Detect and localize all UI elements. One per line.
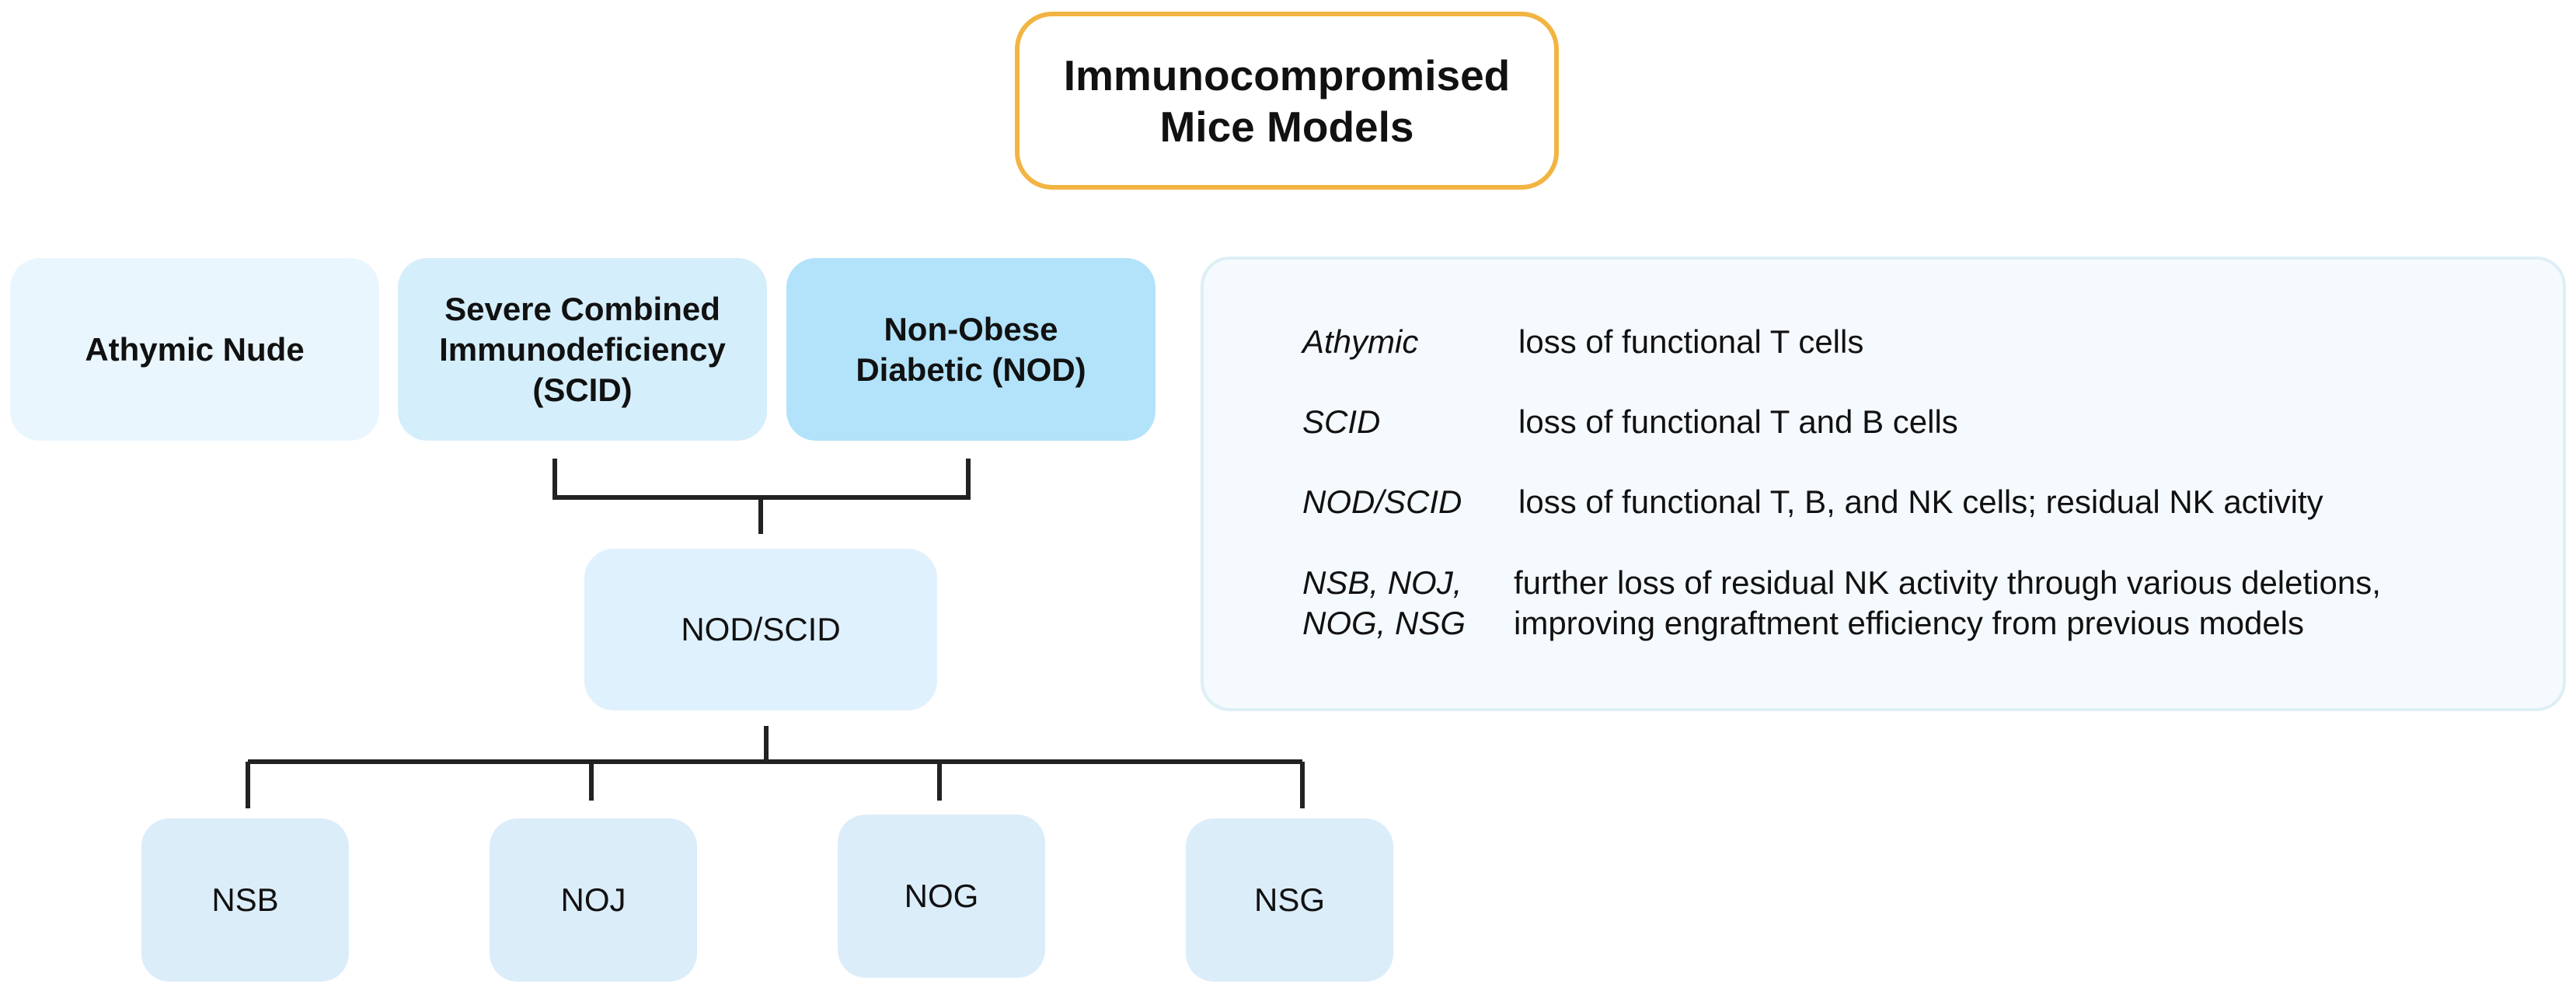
diagram-title: Immunocompromised Mice Models bbox=[1063, 51, 1511, 151]
legend-description: further loss of residual NK activity thr… bbox=[1514, 564, 2381, 641]
legend-term: NSB, NOJ, NOG, NSG bbox=[1302, 564, 1466, 641]
legend-panel: Athymic loss of functional T cells SCID … bbox=[1201, 256, 2566, 711]
nod-scid-label: NOD/SCID bbox=[681, 611, 841, 647]
scid-nod-merge-connector bbox=[552, 459, 971, 500]
diagram-title-box: Immunocompromised Mice Models bbox=[1015, 12, 1559, 190]
legend-term: SCID bbox=[1302, 403, 1381, 440]
nsb-node: NSB bbox=[141, 818, 349, 982]
nsg-node: NSG bbox=[1186, 818, 1393, 982]
nod-scid-node: NOD/SCID bbox=[584, 549, 937, 710]
scid-node: Severe Combined Immunodeficiency (SCID) bbox=[398, 258, 767, 441]
nog-label: NOG bbox=[904, 878, 979, 914]
legend-description: loss of functional T, B, and NK cells; r… bbox=[1518, 483, 2323, 520]
noj-node: NOJ bbox=[490, 818, 697, 982]
nod-label: Non-Obese Diabetic (NOD) bbox=[856, 310, 1086, 388]
legend-term: Athymic bbox=[1302, 323, 1419, 360]
legend-description: loss of functional T cells bbox=[1518, 323, 1864, 360]
nsb-label: NSB bbox=[211, 881, 279, 918]
athymic-nude-label: Athymic Nude bbox=[85, 330, 305, 368]
legend-term: NOD/SCID bbox=[1302, 483, 1462, 520]
legend-description: loss of functional T and B cells bbox=[1518, 403, 1958, 440]
scid-label: Severe Combined Immunodeficiency (SCID) bbox=[439, 290, 726, 408]
nog-node: NOG bbox=[838, 815, 1045, 978]
nod-node: Non-Obese Diabetic (NOD) bbox=[786, 258, 1156, 441]
athymic-nude-node: Athymic Nude bbox=[10, 258, 379, 441]
noj-label: NOJ bbox=[560, 881, 626, 918]
nsg-label: NSG bbox=[1253, 881, 1325, 918]
